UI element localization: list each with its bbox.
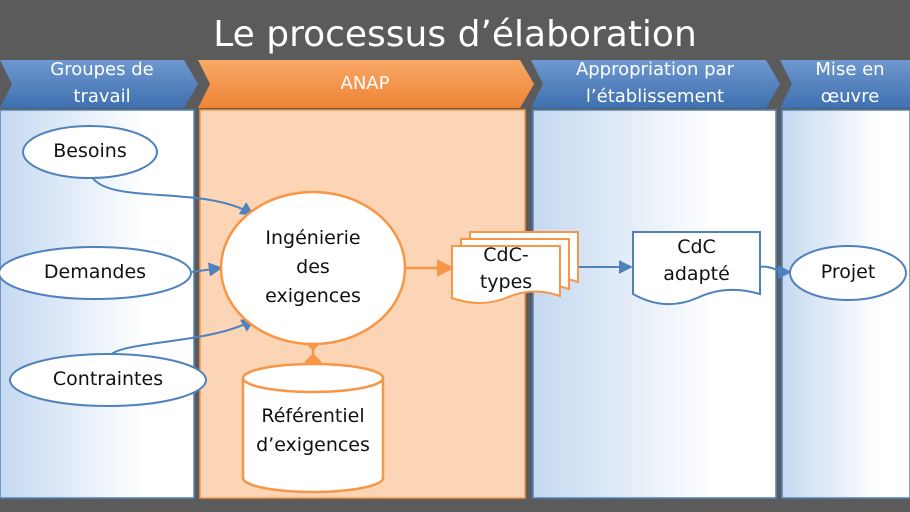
lane-mise-en-oeuvre bbox=[781, 109, 910, 499]
node-ingenierie bbox=[219, 190, 407, 346]
header-appropriation bbox=[531, 60, 780, 108]
projet-label: Projet bbox=[820, 261, 876, 283]
edge-besoins-ingenierie bbox=[91, 176, 255, 216]
node-cdc-types bbox=[451, 231, 579, 304]
node-contraintes bbox=[9, 353, 207, 407]
cdc-adapte-label: CdC adapté bbox=[663, 236, 730, 285]
cdc-types-label: CdC- types bbox=[479, 244, 533, 293]
edge-cdc-adapte-projet bbox=[759, 264, 792, 279]
node-cdc-adapte bbox=[632, 231, 761, 306]
header-anap-label: ANAP bbox=[340, 73, 390, 94]
edge-contraintes-ingenierie bbox=[107, 318, 256, 359]
edge-demandes-ingenierie bbox=[191, 262, 223, 277]
referentiel-label: Référentiel d’exigences bbox=[256, 405, 370, 456]
header-groupes bbox=[0, 60, 198, 108]
node-referentiel bbox=[241, 362, 385, 494]
ingenierie-label: Ingénierie des exigences bbox=[265, 227, 361, 307]
header-mise-en-oeuvre bbox=[780, 60, 910, 108]
slide-title: Le processus d’élaboration bbox=[213, 14, 697, 55]
lane-appropriation bbox=[532, 109, 777, 499]
demandes-label: Demandes bbox=[43, 261, 147, 283]
node-demandes bbox=[0, 246, 192, 300]
besoins-label: Besoins bbox=[53, 140, 127, 162]
node-projet bbox=[789, 245, 907, 301]
contraintes-label: Contraintes bbox=[52, 368, 164, 390]
header-anap bbox=[198, 60, 534, 108]
node-besoins bbox=[22, 125, 158, 179]
